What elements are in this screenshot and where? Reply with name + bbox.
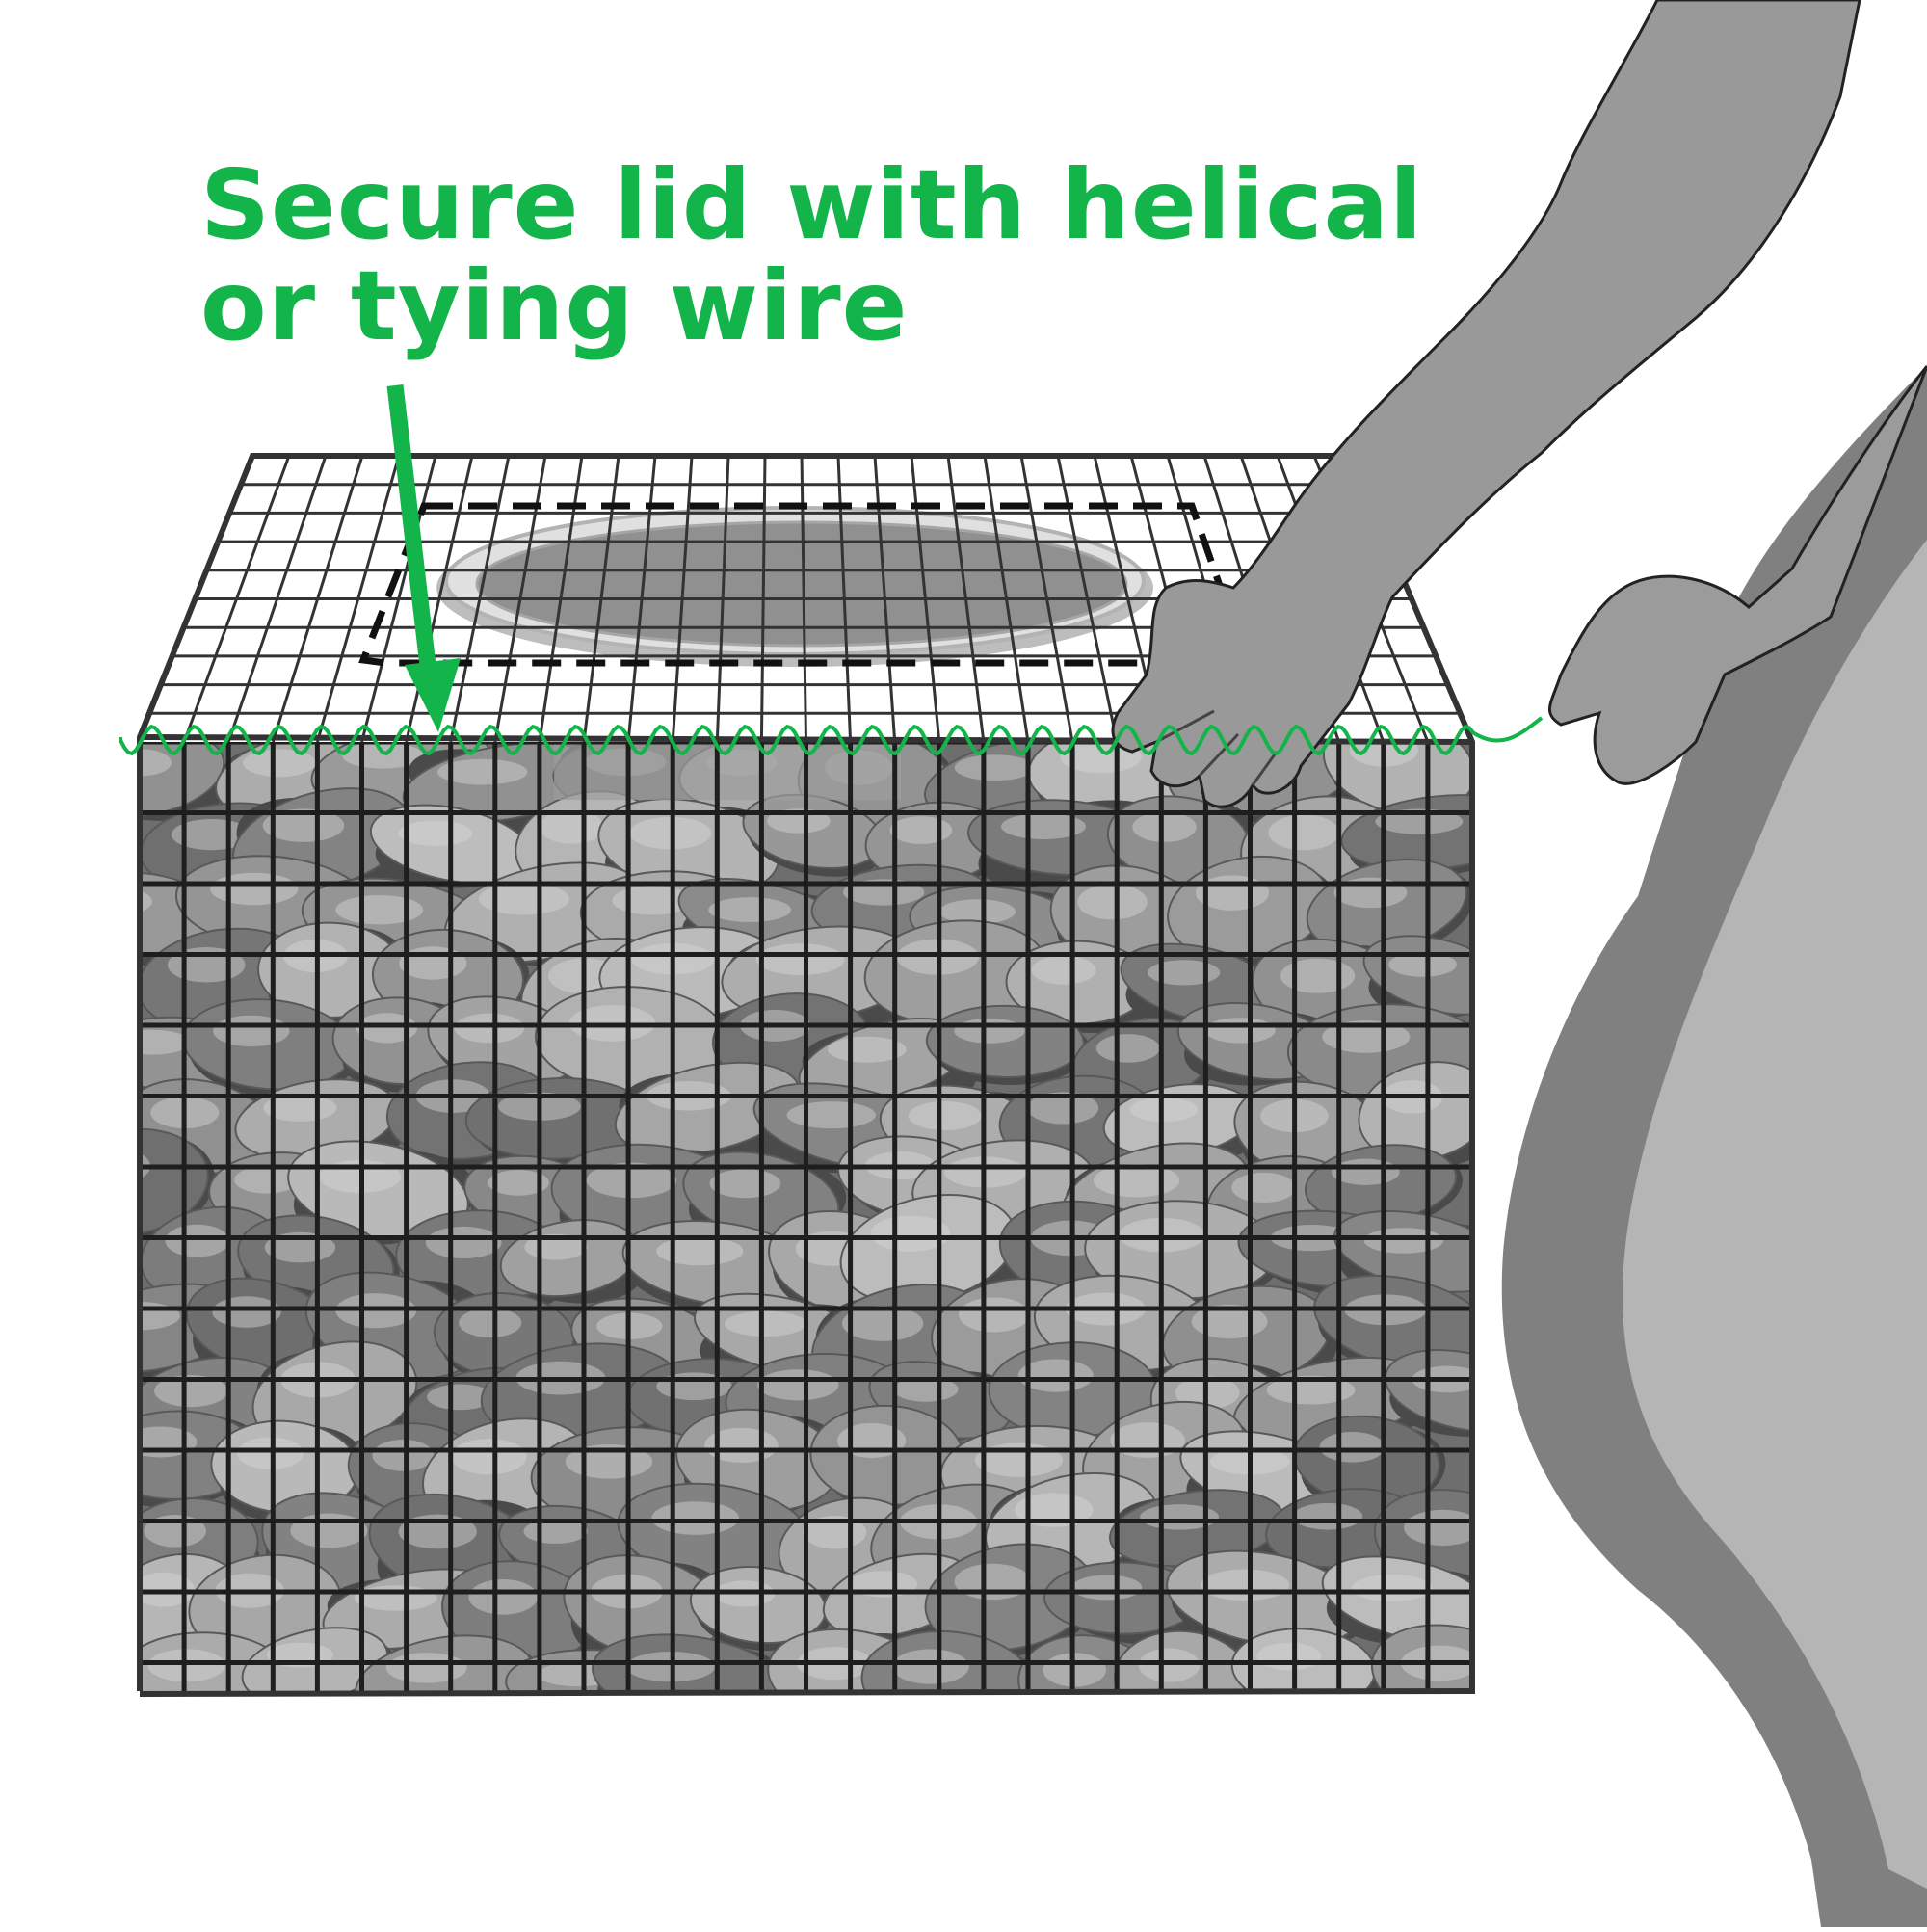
helical-wire — [119, 716, 1544, 756]
caption-line-2: or tying wire — [200, 250, 909, 362]
worker-front-arm — [1111, 0, 1861, 808]
gabion-front-mesh — [140, 742, 1472, 1691]
pointer-arrow — [386, 384, 461, 732]
caption-line-1: Secure lid with helical — [200, 148, 1424, 261]
worker-torso-highlight — [1623, 540, 1927, 1889]
instruction-caption: Secure lid with helical or tying wire — [200, 154, 1453, 357]
stone — [839, 1193, 1024, 1309]
worker-fingers — [1155, 709, 1279, 786]
worker-silhouette — [1111, 0, 1927, 1927]
worker-rear-arm — [1547, 365, 1927, 785]
stone — [1084, 1200, 1283, 1307]
